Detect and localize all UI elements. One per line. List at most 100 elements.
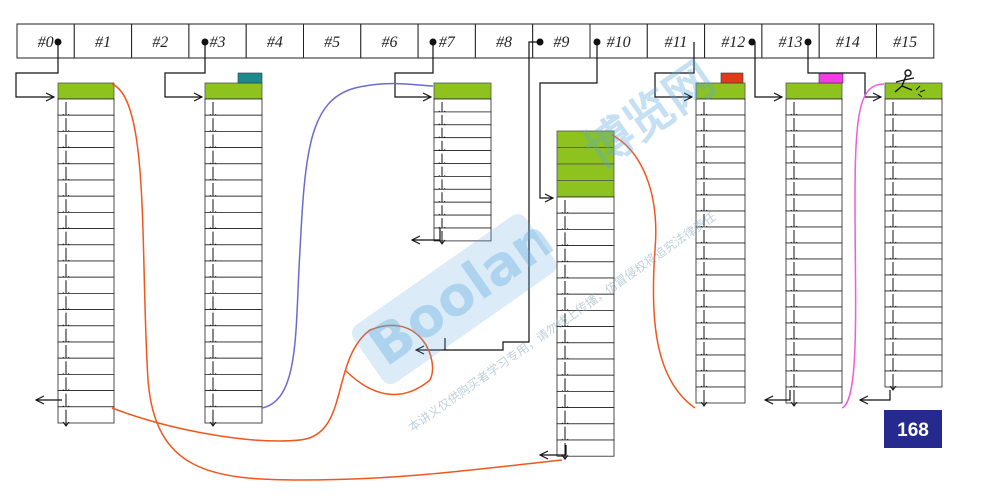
chunk: [556, 326, 615, 344]
column-slot-7: [433, 82, 492, 245]
chunk: [556, 342, 615, 360]
chunk: [204, 147, 263, 165]
chunk: [204, 406, 263, 424]
chunk: [884, 194, 943, 212]
next-pointer-head: [561, 454, 569, 461]
chunk: [204, 357, 263, 375]
slot-11: #11: [646, 23, 706, 59]
chunk: [884, 258, 943, 276]
chunk: [204, 179, 263, 197]
slot-label: #7: [439, 34, 456, 51]
slot-3: #3: [188, 23, 247, 59]
chunk: [884, 98, 943, 116]
slot-13: #13: [761, 23, 820, 59]
chunk: [884, 370, 943, 388]
chunk: [556, 374, 615, 392]
chunk: [204, 163, 263, 181]
pointer-slot-0: [15, 42, 59, 97]
slot-label: #6: [381, 34, 397, 51]
allocated-tab: [720, 72, 744, 84]
chunk: [884, 226, 943, 244]
chunk: [204, 292, 263, 310]
column-slot-12: [695, 72, 746, 407]
chunk: [556, 196, 615, 214]
slot-6: #6: [360, 23, 419, 59]
slot-1: #1: [73, 23, 133, 59]
slot-0: #0: [16, 23, 75, 59]
slot-2: #2: [131, 23, 190, 59]
slot-pointers: [15, 41, 891, 455]
pointer-slot-7: [394, 42, 434, 97]
slot-label: #9: [553, 34, 569, 51]
chunk: [433, 188, 492, 203]
slot-cell: [417, 23, 476, 59]
chunk: [695, 194, 746, 212]
slot-cell: [16, 23, 75, 59]
chunk-columns: [57, 72, 943, 461]
slot-label: #15: [893, 34, 917, 51]
pointer-slot-12: [752, 41, 782, 97]
next-pointer-head: [62, 421, 70, 427]
chunk: [884, 290, 943, 308]
pointer-slot-3: [164, 42, 206, 97]
slot-label: #5: [324, 34, 340, 51]
chunk: [556, 228, 615, 246]
chunk: [204, 341, 263, 359]
chunk: [556, 390, 615, 408]
slot-label: #4: [267, 34, 283, 51]
chunk: [695, 178, 746, 196]
slot-5: #5: [303, 23, 362, 59]
chunk: [695, 258, 746, 276]
slot-label: #8: [496, 34, 512, 51]
slot-10: #10: [589, 23, 648, 59]
count-badge-box: [884, 410, 942, 448]
tail-return-col15: [860, 390, 891, 400]
chunk: [57, 406, 115, 424]
chunk: [204, 260, 263, 278]
chunk: [884, 130, 943, 148]
pink-link-col13-to-col15: [841, 83, 885, 409]
chunk: [204, 114, 263, 132]
chunk: [785, 386, 843, 404]
chunk: [695, 322, 746, 340]
chunk: [433, 111, 492, 126]
chunk: [556, 358, 615, 376]
slot-cell: [303, 23, 362, 59]
chunk: [556, 261, 615, 279]
chunk: [433, 137, 492, 151]
chunk: [204, 244, 263, 262]
slot-9: #9: [532, 23, 591, 59]
slot-label: #0: [38, 34, 54, 51]
tail-return-col10: [540, 445, 567, 455]
chunk: [433, 175, 492, 190]
slot-label: #2: [152, 34, 168, 51]
slot-label: #14: [836, 34, 860, 51]
chunk: [884, 146, 943, 164]
chunk-head: [57, 82, 115, 100]
chunk: [433, 124, 492, 139]
chunk: [556, 245, 615, 263]
orange-link-col10-to-col12: [611, 134, 696, 409]
stick-figure-icon: [894, 69, 926, 98]
chunk: [433, 201, 492, 216]
slot-label: #11: [665, 34, 688, 51]
chunk-head: [884, 82, 943, 100]
chunk: [204, 309, 263, 327]
chunk: [556, 407, 615, 425]
chunk: [204, 373, 263, 391]
slot-cell: [646, 23, 706, 59]
slot-cell: [474, 23, 534, 59]
chunk: [884, 322, 943, 340]
count-badge: 168: [884, 410, 942, 448]
slot-cell: [245, 23, 304, 59]
chunk: [695, 306, 746, 324]
chunk: [433, 163, 492, 177]
chunk: [884, 242, 943, 260]
slot-cell: [876, 23, 935, 59]
pointer-slot-13: [807, 42, 881, 97]
slot-label: #13: [779, 34, 803, 51]
chunk: [884, 178, 943, 196]
chunk: [884, 306, 943, 324]
chunk: [695, 290, 746, 308]
